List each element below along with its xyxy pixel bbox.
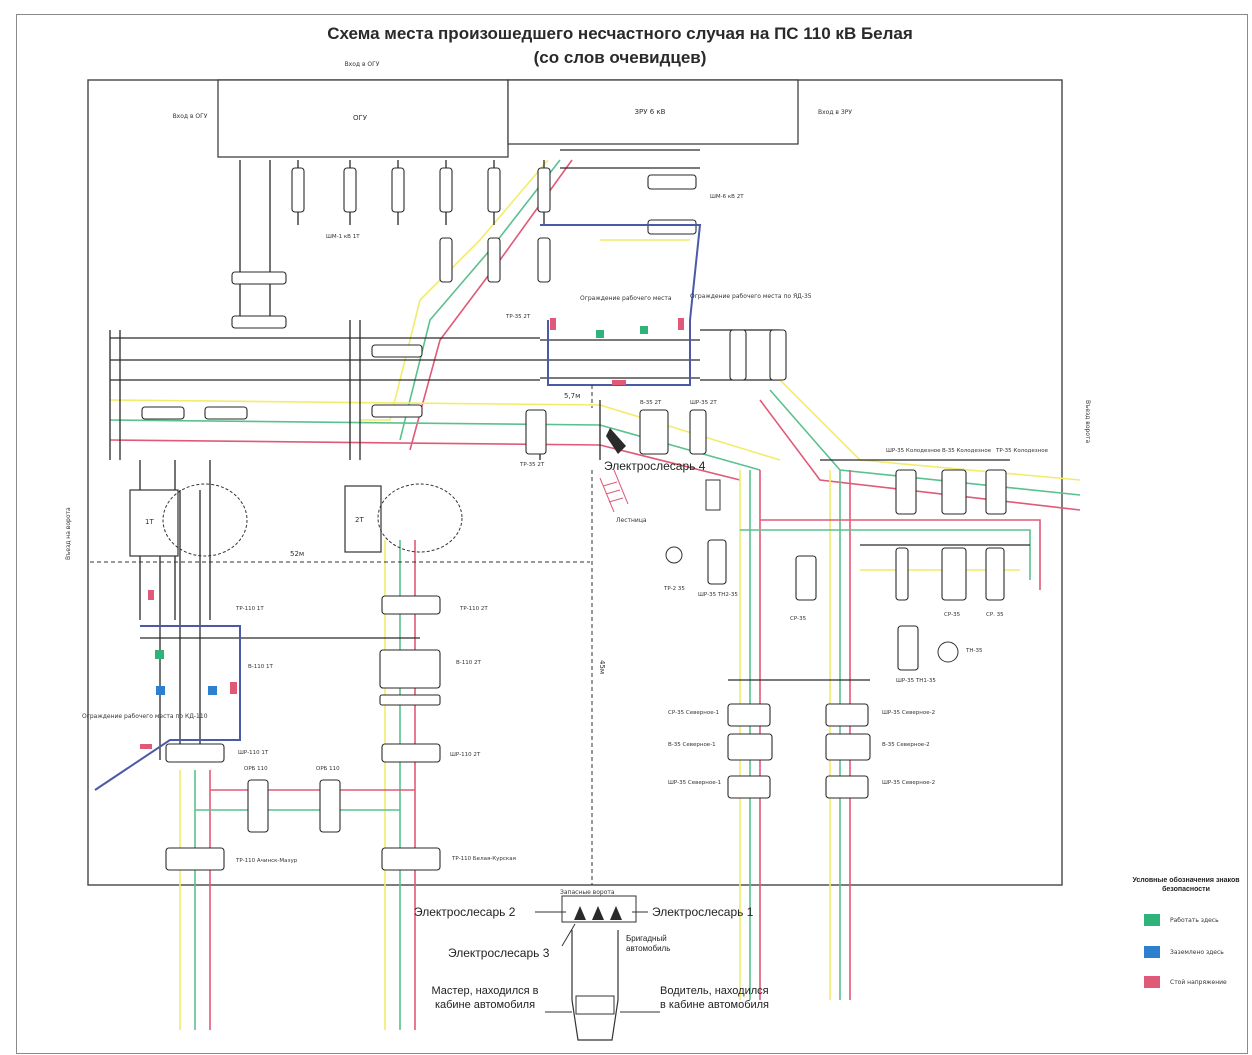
dim-5: 5,7м (564, 392, 580, 400)
svg-text:СР-35 Северное-1: СР-35 Северное-1 (668, 710, 719, 716)
document-frame (16, 14, 1248, 1054)
t2-label: 2Т (355, 516, 364, 524)
driver-label-box: Водитель, находился в кабине автомобиля (660, 985, 770, 1011)
master-label-box: Мастер, находился в кабине автомобиля (431, 985, 539, 1011)
elec4-label: Электрослесарь 4 (604, 459, 706, 473)
ladder-label: Лестница (616, 517, 647, 524)
svg-text:ШМ-6 кВ 2Т: ШМ-6 кВ 2Т (710, 194, 744, 200)
ogu-label: ОГУ (353, 114, 368, 122)
legend-swatch-ground (1144, 946, 1160, 958)
dim-45: 45м (598, 660, 606, 674)
legend-swatch-stop (1144, 976, 1160, 988)
gate-label: Запасные ворота (560, 889, 615, 896)
svg-text:В-35 Северное-2: В-35 Северное-2 (882, 742, 930, 748)
elec1-label: Электрослесарь 1 (652, 905, 754, 919)
svg-text:ШР-110 2Т: ШР-110 2Т (450, 752, 481, 758)
svg-text:ОРБ 110: ОРБ 110 (244, 766, 268, 772)
master-label: Мастер, находился в кабине автомобиля (431, 985, 539, 1011)
legend-title-box: Условные обозначения знаков безопасности (1132, 877, 1240, 893)
fence-right-label: Ограждение рабочего места по ЯД-35 (690, 293, 812, 300)
svg-text:ШР-35 ТН1-35: ШР-35 ТН1-35 (896, 678, 936, 684)
svg-text:СР. 35: СР. 35 (986, 612, 1004, 618)
t1-label: 1Т (145, 518, 154, 526)
svg-text:ТР-35 Колодезное: ТР-35 Колодезное (995, 448, 1049, 454)
title-line-2: (со слов очевидцев) (533, 48, 707, 67)
svg-text:ТР-2 35: ТР-2 35 (663, 586, 685, 592)
svg-text:ШР-35 Северное-1: ШР-35 Северное-1 (668, 780, 721, 786)
side-right-label: Въезд ворота (1084, 400, 1091, 443)
page-title: Схема места произошедшего несчастного сл… (230, 22, 1010, 70)
zru-label: ЗРУ 6 кВ (635, 108, 666, 116)
svg-text:ШР-35 2Т: ШР-35 2Т (690, 400, 717, 406)
entry-ogu-top: Вход в ОГУ (345, 61, 380, 68)
electrician-markers (574, 906, 622, 920)
elec4-sign (705, 479, 721, 511)
svg-text:В-35 Колодезное: В-35 Колодезное (942, 448, 992, 454)
truck-label: Бригадный автомобиль (626, 934, 671, 953)
side-left-label: Въезд на ворота (65, 507, 72, 560)
svg-text:ТР-110 1Т: ТР-110 1Т (235, 606, 264, 612)
svg-text:СР-35: СР-35 (790, 616, 807, 622)
legend-title: Условные обозначения знаков безопасности (1132, 877, 1240, 893)
legend-label-ground: Заземлено здесь (1170, 949, 1224, 956)
safety-signs (140, 318, 684, 749)
equipment-labels: ШМ-6 кВ 2Т ШМ-1 кВ 1Т ТР-35 2Т ТР-35 2Т … (235, 194, 1049, 864)
svg-text:В-35 Северное-1: В-35 Северное-1 (668, 742, 716, 748)
transformer-1t-outline (162, 483, 248, 557)
title-line-1: Схема места произошедшего несчастного сл… (327, 24, 913, 43)
work-area-fences (94, 224, 702, 791)
transformer-2t (344, 485, 382, 553)
tp2-symbol (665, 546, 683, 564)
legend-label-work: Работать здесь (1170, 917, 1219, 924)
fence-label: Ограждение рабочего места (580, 295, 672, 302)
svg-text:ШМ-1 кВ 1Т: ШМ-1 кВ 1Т (326, 234, 360, 240)
legend-swatch-work (1144, 914, 1160, 926)
svg-text:ШР-35 Северное-2: ШР-35 Северное-2 (882, 710, 935, 716)
entry-ogu-left: Вход в ОГУ (173, 113, 208, 120)
svg-text:ТР-110 Ачинск-Мазур: ТР-110 Ачинск-Мазур (235, 858, 298, 864)
fence-bottom-left-label: Ограждение рабочего места по КД-110 (82, 713, 208, 720)
svg-text:ШР-35 ТН2-35: ШР-35 ТН2-35 (698, 592, 738, 598)
elec2-label: Электрослесарь 2 (414, 905, 516, 919)
svg-text:В-35 2Т: В-35 2Т (640, 400, 662, 406)
svg-text:ТР-110 Белая-Курская: ТР-110 Белая-Курская (451, 856, 516, 862)
electrician-4-marker (606, 428, 626, 454)
dim-52: 52м (290, 550, 304, 558)
ladder (599, 469, 629, 513)
transformer-2t-outline (377, 483, 463, 553)
svg-text:В-110 2Т: В-110 2Т (456, 660, 482, 666)
dimension-lines (90, 385, 593, 885)
entry-zru: Вход в ЗРУ (818, 109, 852, 116)
truck-cabin (575, 995, 615, 1015)
svg-text:ТР-35 2Т: ТР-35 2Т (519, 462, 545, 468)
truck-label-box: Бригадный автомобиль (626, 934, 671, 953)
tn-symbol (937, 641, 959, 663)
svg-text:ОРБ 110: ОРБ 110 (316, 766, 340, 772)
svg-text:ТН-35: ТН-35 (965, 648, 983, 654)
svg-text:СР-35: СР-35 (944, 612, 961, 618)
svg-text:ШР-35 Северное-2: ШР-35 Северное-2 (882, 780, 935, 786)
zru-building (507, 79, 799, 145)
svg-text:ШР-110 1Т: ШР-110 1Т (238, 750, 269, 756)
svg-text:ТР-35 2Т: ТР-35 2Т (505, 314, 531, 320)
svg-text:ТР-110 2Т: ТР-110 2Т (459, 606, 488, 612)
switchgear-elements (141, 167, 1007, 871)
pointer-arrows (535, 911, 660, 1013)
driver-label: Водитель, находился в кабине автомобиля (660, 985, 770, 1011)
svg-text:В-110 1Т: В-110 1Т (248, 664, 274, 670)
transformer-1t (129, 489, 179, 557)
svg-text:ШР-35 Колодезное: ШР-35 Колодезное (886, 448, 941, 454)
truck-outline (571, 930, 619, 1041)
legend-label-stop: Стой напряжение (1170, 979, 1227, 986)
elec3-label: Электрослесарь 3 (448, 946, 550, 960)
